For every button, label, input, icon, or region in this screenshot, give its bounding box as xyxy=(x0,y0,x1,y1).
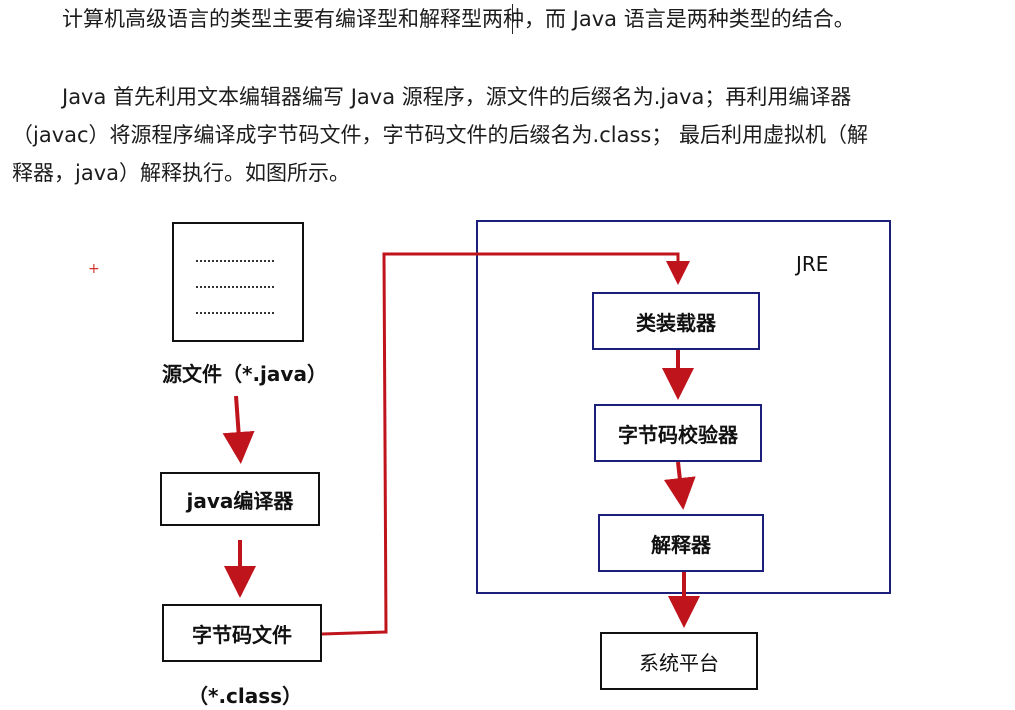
bytecode-verifier-label: 字节码校验器 xyxy=(618,422,738,447)
bytecode-verifier-box: 字节码校验器 xyxy=(594,404,762,462)
intro-line: 计算机高级语言的类型主要有编译型和解释型两种，而 Java 语言是两种类型的结合… xyxy=(62,7,855,31)
interpreter-box: 解释器 xyxy=(598,514,764,572)
arrow-verifier-to-interpreter xyxy=(663,461,696,510)
bytecode-file-label: 字节码文件 xyxy=(192,622,292,647)
document-dotted-line xyxy=(196,260,274,262)
system-platform-box: 系统平台 xyxy=(600,632,758,690)
compiler-label: java编译器 xyxy=(186,488,294,513)
body-line-1: Java 首先利用文本编辑器编写 Java 源程序，源文件的后缀名为.java；… xyxy=(62,85,852,109)
source-file-document xyxy=(172,222,304,342)
source-file-label: 源文件（*.java） xyxy=(162,362,327,386)
arrow-bytecode-to-loader xyxy=(321,252,690,636)
class-loader-box: 类装载器 xyxy=(592,292,760,350)
system-platform-label: 系统平台 xyxy=(639,650,719,675)
document-dotted-line xyxy=(196,286,274,288)
interpreter-label: 解释器 xyxy=(651,532,711,557)
text-cursor xyxy=(512,4,513,34)
body-line-2: （javac）将源程序编译成字节码文件，字节码文件的后缀名为.class； 最后… xyxy=(12,123,869,147)
jre-label: JRE xyxy=(796,252,829,276)
compiler-box: java编译器 xyxy=(160,472,320,526)
document-dotted-line xyxy=(196,312,274,314)
body-line-3: 释器，java）解释执行。如图所示。 xyxy=(12,161,350,185)
bytecode-ext-label: （*.class） xyxy=(188,684,303,708)
class-loader-label: 类装载器 xyxy=(636,310,716,335)
arrow-source-to-compiler xyxy=(222,395,255,464)
plus-marker-icon: + xyxy=(88,261,100,277)
bytecode-file-box: 字节码文件 xyxy=(162,604,322,662)
